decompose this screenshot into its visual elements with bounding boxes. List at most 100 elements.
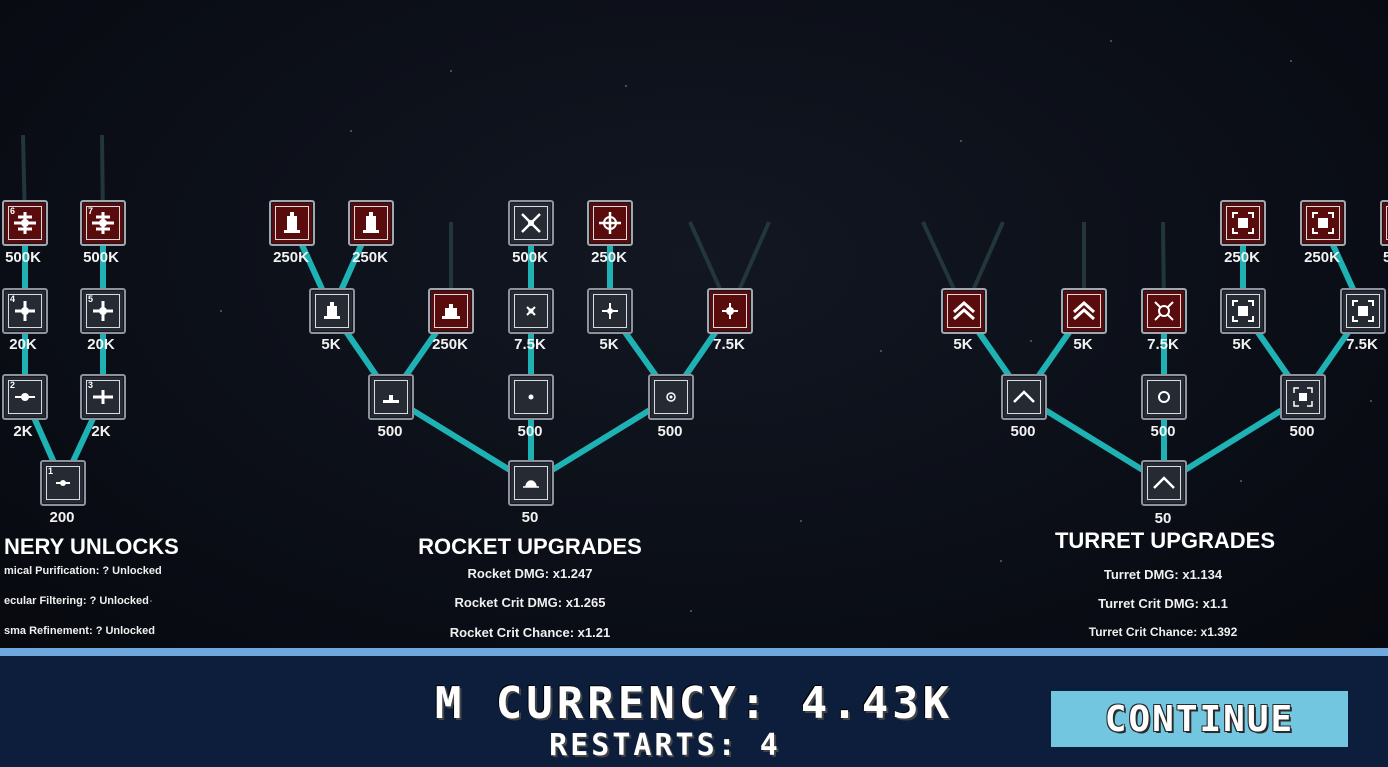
turret-cost-m1: 5K bbox=[953, 336, 973, 353]
crosshair-icon bbox=[92, 212, 114, 234]
rocket-node-b2[interactable] bbox=[508, 374, 554, 420]
rocket-cost-m3: 7.5K bbox=[514, 336, 546, 353]
square-target-icon bbox=[1312, 212, 1334, 234]
rocket-tower-icon bbox=[284, 212, 300, 233]
rocket-node-b3[interactable] bbox=[648, 374, 694, 420]
double-chevron-icon bbox=[952, 300, 976, 321]
turret-cost-t2: 250K bbox=[1304, 249, 1340, 266]
currency-display: M CURRENCY: 4.43K bbox=[434, 678, 954, 729]
star bbox=[960, 140, 962, 142]
rocket-node-root[interactable] bbox=[508, 460, 554, 506]
turret-cost-b2: 500 bbox=[1150, 423, 1176, 440]
star bbox=[150, 600, 152, 602]
refinery-cost-3: 2K bbox=[91, 423, 111, 440]
restarts-display: RESTARTS: 4 bbox=[549, 728, 781, 763]
turret-cost-m3: 7.5K bbox=[1147, 336, 1179, 353]
rocket-node-m3[interactable] bbox=[508, 288, 554, 334]
refinery-stat-refinement: sma Refinement: ? Unlocked bbox=[4, 625, 155, 637]
rocket-stat-dmg: Rocket DMG: x1.247 bbox=[467, 566, 593, 581]
square-target-icon bbox=[1352, 300, 1374, 322]
dot-line-icon bbox=[56, 480, 70, 486]
turret-title: TURRET UPGRADES bbox=[1054, 528, 1275, 553]
crosshair-icon bbox=[722, 303, 738, 319]
rocket-node-m1[interactable] bbox=[309, 288, 355, 334]
turret-node-m3[interactable] bbox=[1141, 288, 1187, 334]
rocket-node-m5[interactable] bbox=[707, 288, 753, 334]
turret-cost-t1: 250K bbox=[1224, 249, 1260, 266]
plus-icon bbox=[15, 301, 35, 321]
rocket-node-m4[interactable] bbox=[587, 288, 633, 334]
turret-node-b1[interactable] bbox=[1001, 374, 1047, 420]
square-target-icon bbox=[1232, 300, 1254, 322]
rocket-cost-b1: 500 bbox=[377, 423, 403, 440]
rocket-node-t2[interactable] bbox=[348, 200, 394, 246]
turret-cost-b3: 500 bbox=[1289, 423, 1315, 440]
plus-icon bbox=[93, 301, 113, 321]
star bbox=[1370, 400, 1372, 402]
rocket-cost-b3: 500 bbox=[657, 423, 683, 440]
rocket-cost-t4: 250K bbox=[591, 249, 627, 266]
target-icon bbox=[666, 392, 676, 402]
burst-icon bbox=[526, 306, 536, 316]
continue-button[interactable]: CONTINUE bbox=[1051, 691, 1348, 747]
dot-icon bbox=[528, 394, 534, 400]
turret-cost-t3: 5 bbox=[1383, 249, 1388, 266]
turret-node-root[interactable] bbox=[1141, 460, 1187, 506]
star bbox=[690, 610, 692, 612]
rocket-tower-icon bbox=[363, 212, 379, 233]
rocket-stat-crit-chance: Rocket Crit Chance: x1.21 bbox=[449, 625, 611, 640]
refinery-node-4[interactable]: 4 bbox=[2, 288, 48, 334]
turret-node-m4[interactable] bbox=[1220, 288, 1266, 334]
turret-node-t1[interactable] bbox=[1220, 200, 1266, 246]
rocket-node-t3[interactable] bbox=[508, 200, 554, 246]
turret-node-b2[interactable] bbox=[1141, 374, 1187, 420]
turret-node-t3[interactable] bbox=[1380, 200, 1388, 246]
rocket-node-m2[interactable] bbox=[428, 288, 474, 334]
turret-cost-b1: 500 bbox=[1010, 423, 1036, 440]
rocket-cost-t1: 250K bbox=[273, 249, 309, 266]
rocket-cost-root: 50 bbox=[521, 509, 539, 526]
barbell-icon bbox=[15, 393, 35, 401]
expand-arrows-icon bbox=[521, 213, 541, 233]
crosshair-icon bbox=[602, 303, 618, 319]
turret-node-m1[interactable] bbox=[941, 288, 987, 334]
chevron-up-icon bbox=[1013, 390, 1035, 403]
refinery-node-2[interactable]: 2 bbox=[2, 374, 48, 420]
refinery-node-1[interactable]: 1 bbox=[40, 460, 86, 506]
refinery-cost-6: 500K bbox=[5, 249, 41, 266]
star bbox=[220, 310, 222, 312]
rocket-node-t4[interactable] bbox=[587, 200, 633, 246]
turret-node-b3[interactable] bbox=[1280, 374, 1326, 420]
rocket-cost-m4: 5K bbox=[599, 336, 619, 353]
turret-node-t2[interactable] bbox=[1300, 200, 1346, 246]
refinery-cost-1: 200 bbox=[49, 509, 75, 526]
bottom-bar: M CURRENCY: 4.43K RESTARTS: 4 CONTINUE bbox=[0, 648, 1388, 767]
rocket-node-b1[interactable] bbox=[368, 374, 414, 420]
link-active bbox=[1162, 394, 1305, 486]
rocket-cost-b2: 500 bbox=[517, 423, 543, 440]
rocket-stat-crit-dmg: Rocket Crit DMG: x1.265 bbox=[454, 595, 606, 610]
square-target-icon bbox=[1232, 212, 1254, 234]
crosshair-icon bbox=[599, 212, 621, 234]
star bbox=[1290, 60, 1292, 62]
refinery-stat-purification: mical Purification: ? Unlocked bbox=[4, 565, 162, 577]
turret-node-m5[interactable] bbox=[1340, 288, 1386, 334]
rocket-cost-m1: 5K bbox=[321, 336, 341, 353]
refinery-node-3[interactable]: 3 bbox=[80, 374, 126, 420]
rocket-node-t1[interactable] bbox=[269, 200, 315, 246]
refinery-node-6[interactable]: 6 bbox=[2, 200, 48, 246]
rocket-cost-t2: 250K bbox=[352, 249, 388, 266]
square-target-icon bbox=[1293, 387, 1313, 407]
rocket-tower-icon bbox=[324, 302, 340, 319]
rocket-tower-icon bbox=[442, 304, 460, 319]
refinery-node-5[interactable]: 5 bbox=[80, 288, 126, 334]
rocket-base-icon bbox=[523, 480, 539, 488]
turret-node-m2[interactable] bbox=[1061, 288, 1107, 334]
turret-stat-dmg: Turret DMG: x1.134 bbox=[1103, 567, 1223, 582]
refinery-node-7[interactable]: 7 bbox=[80, 200, 126, 246]
turret-cost-m2: 5K bbox=[1073, 336, 1093, 353]
star bbox=[1030, 340, 1032, 342]
star bbox=[450, 70, 452, 72]
turret-stat-crit-chance: Turret Crit Chance: x1.392 bbox=[1088, 625, 1238, 639]
rocket-title: ROCKET UPGRADES bbox=[418, 534, 642, 559]
